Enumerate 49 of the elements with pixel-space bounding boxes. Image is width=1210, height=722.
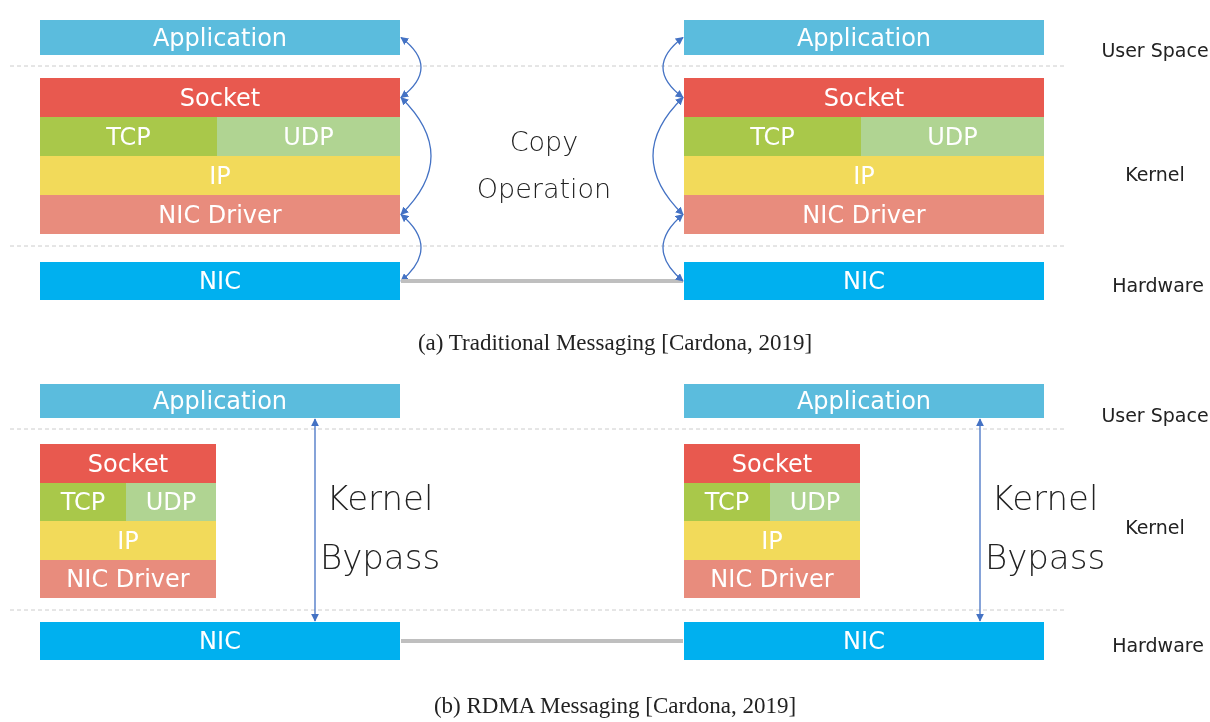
annotation-text: Kernel Bypass [983, 476, 1107, 579]
udp-layer: UDP [770, 483, 860, 521]
udp-layer: UDP [861, 117, 1044, 156]
tcp-layer: TCP [40, 117, 217, 156]
annotation-text: Copy Operation [475, 124, 613, 206]
driver-layer: NIC Driver [684, 195, 1044, 234]
socket-layer: Socket [40, 78, 400, 117]
socket-layer: Socket [684, 444, 860, 483]
tcp-layer: TCP [684, 117, 861, 156]
ip-layer: IP [40, 521, 216, 560]
double-arrow [976, 418, 984, 622]
socket-layer: Socket [684, 78, 1044, 117]
ip-layer: IP [40, 156, 400, 195]
layer-label: Hardware [1112, 274, 1204, 296]
double-arrow [400, 213, 422, 282]
double-arrow [400, 36, 422, 99]
double-arrow [662, 36, 684, 99]
ip-layer: IP [684, 156, 1044, 195]
nic-layer: NIC [40, 622, 400, 660]
annotation-text: Kernel Bypass [318, 476, 442, 579]
layer-label: Kernel [1125, 516, 1185, 538]
tcp-layer: TCP [684, 483, 770, 521]
ip-layer: IP [684, 521, 860, 560]
double-arrow [400, 96, 432, 216]
nic-layer: NIC [684, 262, 1044, 300]
layer-label: Hardware [1112, 634, 1204, 656]
udp-layer: UDP [126, 483, 216, 521]
connector-line [401, 279, 683, 283]
double-arrow [662, 213, 684, 282]
nic-layer: NIC [40, 262, 400, 300]
layer-label: User Space [1101, 39, 1209, 61]
double-arrow [652, 96, 684, 216]
socket-layer: Socket [40, 444, 216, 483]
application-layer: Application [40, 20, 400, 55]
driver-layer: NIC Driver [40, 560, 216, 598]
tcp-layer: TCP [40, 483, 126, 521]
layer-label: User Space [1101, 404, 1209, 426]
double-arrow [311, 418, 319, 622]
driver-layer: NIC Driver [684, 560, 860, 598]
udp-layer: UDP [217, 117, 400, 156]
connector-line [401, 639, 683, 643]
layer-label: Kernel [1125, 163, 1185, 185]
figure-caption: (a) Traditional Messaging [Cardona, 2019] [417, 330, 813, 356]
application-layer: Application [40, 384, 400, 418]
application-layer: Application [684, 20, 1044, 55]
driver-layer: NIC Driver [40, 195, 400, 234]
nic-layer: NIC [684, 622, 1044, 660]
figure-caption: (b) RDMA Messaging [Cardona, 2019] [433, 693, 797, 719]
application-layer: Application [684, 384, 1044, 418]
